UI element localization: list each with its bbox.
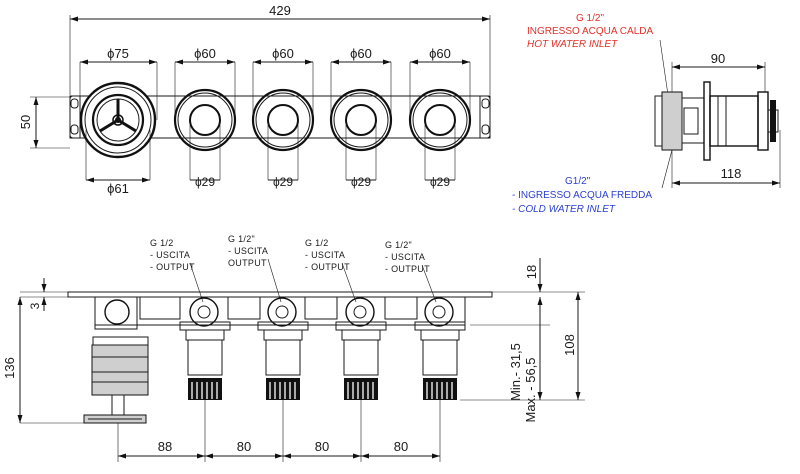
dia-60-dims: [174, 59, 471, 115]
depth-118-label: 118: [721, 166, 742, 181]
hot-inlet-thread: G 1/2": [576, 13, 604, 24]
valve-cartridge-1: [179, 297, 231, 400]
output-4-thread: G 1/2": [385, 240, 412, 250]
hot-inlet-label-en: HOT WATER INLET: [527, 39, 618, 50]
output-3-thread: G 1/2: [305, 238, 329, 248]
dia-60-label-1: ϕ60: [194, 46, 216, 61]
output-1-line3: - OUTPUT: [150, 262, 195, 272]
dia-75-label: ϕ75: [107, 46, 129, 61]
right-dim-108-label: 108: [562, 334, 577, 356]
output-3-line2: - USCITA: [305, 250, 345, 260]
dia-61-label: ϕ61: [107, 181, 129, 196]
dia-29-dims: [189, 125, 456, 181]
cold-inlet-thread: G1/2": [565, 176, 591, 187]
side-view: G 1/2" INGRESSO ACQUA CALDA HOT WATER IN…: [512, 13, 781, 215]
output-1-thread: G 1/2: [150, 238, 174, 248]
output-1-line2: - USCITA: [150, 250, 190, 260]
right-dim-18-label: 18: [524, 265, 539, 279]
output-2-line3: OUTPUT: [228, 258, 267, 268]
spacing-88-label: 88: [158, 439, 172, 454]
spacing-80-label-1: 80: [237, 439, 251, 454]
dia-29-label-2: ϕ29: [273, 175, 293, 189]
thermostat-handle: [79, 81, 157, 159]
depth-136-label: 136: [2, 357, 17, 379]
dia-29-label-3: ϕ29: [351, 175, 371, 189]
overall-width-label: 429: [269, 3, 291, 18]
dia-29-label-4: ϕ29: [430, 175, 450, 189]
valve-cartridge-2: [257, 297, 309, 400]
output-2-thread: G 1/2": [228, 234, 255, 244]
front-view: 429 50 ϕ75: [18, 3, 491, 196]
valve-knob-4: [408, 88, 472, 152]
top-view: G 1/2 - USCITA - OUTPUT G 1/2" - USCITA …: [2, 234, 585, 462]
min-label: Min.- 31,5: [508, 343, 523, 401]
spacing-80-label-2: 80: [315, 439, 329, 454]
spacing-80-label-3: 80: [394, 439, 408, 454]
dia-29-label-1: ϕ29: [195, 175, 215, 189]
output-4-line2: - USCITA: [385, 252, 425, 262]
hot-inlet-label-it: INGRESSO ACQUA CALDA: [527, 26, 653, 37]
output-2-line2: - USCITA: [228, 246, 268, 256]
valve-knob-2: [251, 88, 315, 152]
output-4-line3: - OUTPUT: [385, 264, 430, 274]
plate-thickness-label: 3: [28, 302, 42, 309]
valve-cartridge-3: [335, 297, 387, 400]
cold-inlet-label-it: - INGRESSO ACQUA FREDDA: [512, 190, 652, 201]
dia-60-label-3: ϕ60: [350, 46, 372, 61]
valve-cartridge-4: [414, 297, 466, 400]
output-3-line3: - OUTPUT: [305, 262, 350, 272]
valve-knob-1: [173, 88, 237, 152]
height-label: 50: [18, 115, 33, 129]
valve-knob-3: [329, 88, 393, 152]
depth-90-label: 90: [711, 51, 725, 66]
dia-60-label-2: ϕ60: [272, 46, 294, 61]
max-label: Max. - 56,5: [523, 357, 538, 422]
cold-inlet-label-en: - COLD WATER INLET: [512, 204, 616, 215]
dia-60-label-4: ϕ60: [429, 46, 451, 61]
